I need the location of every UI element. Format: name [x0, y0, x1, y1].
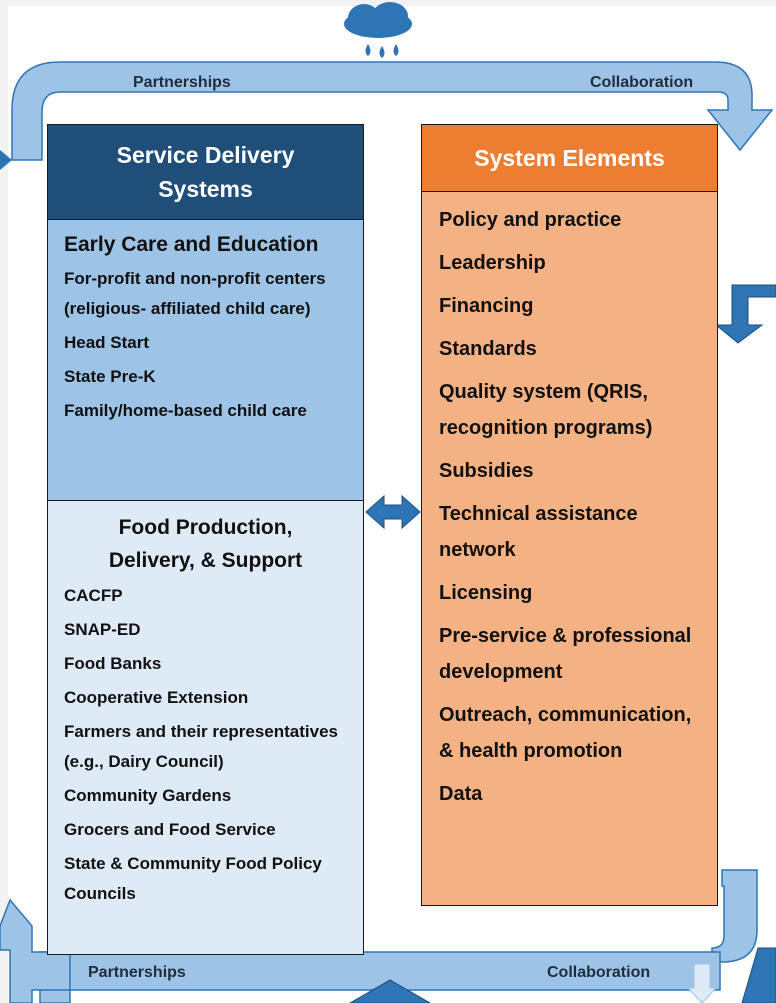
corner-up-arrow: [741, 947, 776, 1003]
list-item: Data: [439, 783, 483, 805]
list-item: Financing: [439, 295, 534, 317]
bottom-left-arrow: [0, 898, 71, 1003]
list-item: Pre-service & professional development: [439, 625, 692, 683]
list-item: Farmers and their representatives (e.g.,…: [64, 722, 339, 771]
list-item: Food Banks: [64, 654, 162, 673]
list-item: State Pre-K: [64, 367, 156, 386]
bottom-right-down-arrow: [686, 963, 718, 1003]
food-list: CACFP SNAP-ED Food Banks Cooperative Ext…: [64, 581, 347, 909]
food-panel: Food Production, Delivery, & Support CAC…: [47, 500, 364, 955]
rain-cloud-icon: [344, 2, 412, 58]
list-item: State & Community Food Policy Councils: [64, 854, 322, 903]
left-arrow-tip: [0, 150, 12, 170]
list-item: Cooperative Extension: [64, 688, 249, 707]
list-item: Licensing: [439, 582, 533, 604]
food-title: Food Production, Delivery, & Support: [108, 516, 303, 572]
service-delivery-header: Service Delivery Systems: [47, 124, 364, 220]
bottom-left-flow-label: Partnerships: [88, 964, 186, 981]
bottom-right-flow-label: Collaboration: [547, 964, 651, 981]
right-down-arrow: [714, 284, 776, 344]
list-item: Quality system (QRIS, recognition progra…: [439, 381, 653, 439]
early-care-title: Early Care and Education: [64, 233, 319, 256]
top-right-flow-label: Collaboration: [590, 74, 694, 91]
list-item: For-profit and non-profit centers (relig…: [64, 269, 326, 318]
double-arrow-icon: [365, 494, 421, 530]
list-item: Policy and practice: [439, 209, 622, 231]
early-care-list: For-profit and non-profit centers (relig…: [64, 264, 347, 426]
list-item: SNAP-ED: [64, 620, 141, 639]
list-item: CACFP: [64, 586, 123, 605]
system-elements-panel: Policy and practice Leadership Financing…: [421, 191, 718, 906]
list-item: Head Start: [64, 333, 150, 352]
list-item: Outreach, communication, & health promot…: [439, 704, 692, 762]
list-item: Subsidies: [439, 460, 534, 482]
early-care-panel: Early Care and Education For-profit and …: [47, 219, 364, 501]
top-left-flow-label: Partnerships: [133, 74, 231, 91]
list-item: Leadership: [439, 252, 546, 274]
right-return-arrow: [711, 869, 758, 963]
list-item: Community Gardens: [64, 786, 232, 805]
top-flow-arrow: [11, 61, 774, 161]
left-margin: [0, 0, 8, 1003]
list-item: Technical assistance network: [439, 503, 638, 561]
system-elements-header: System Elements: [421, 124, 718, 192]
list-item: Standards: [439, 338, 537, 360]
bottom-up-arrow: [348, 979, 432, 1003]
list-item: Grocers and Food Service: [64, 820, 276, 839]
list-item: Family/home-based child care: [64, 401, 307, 420]
